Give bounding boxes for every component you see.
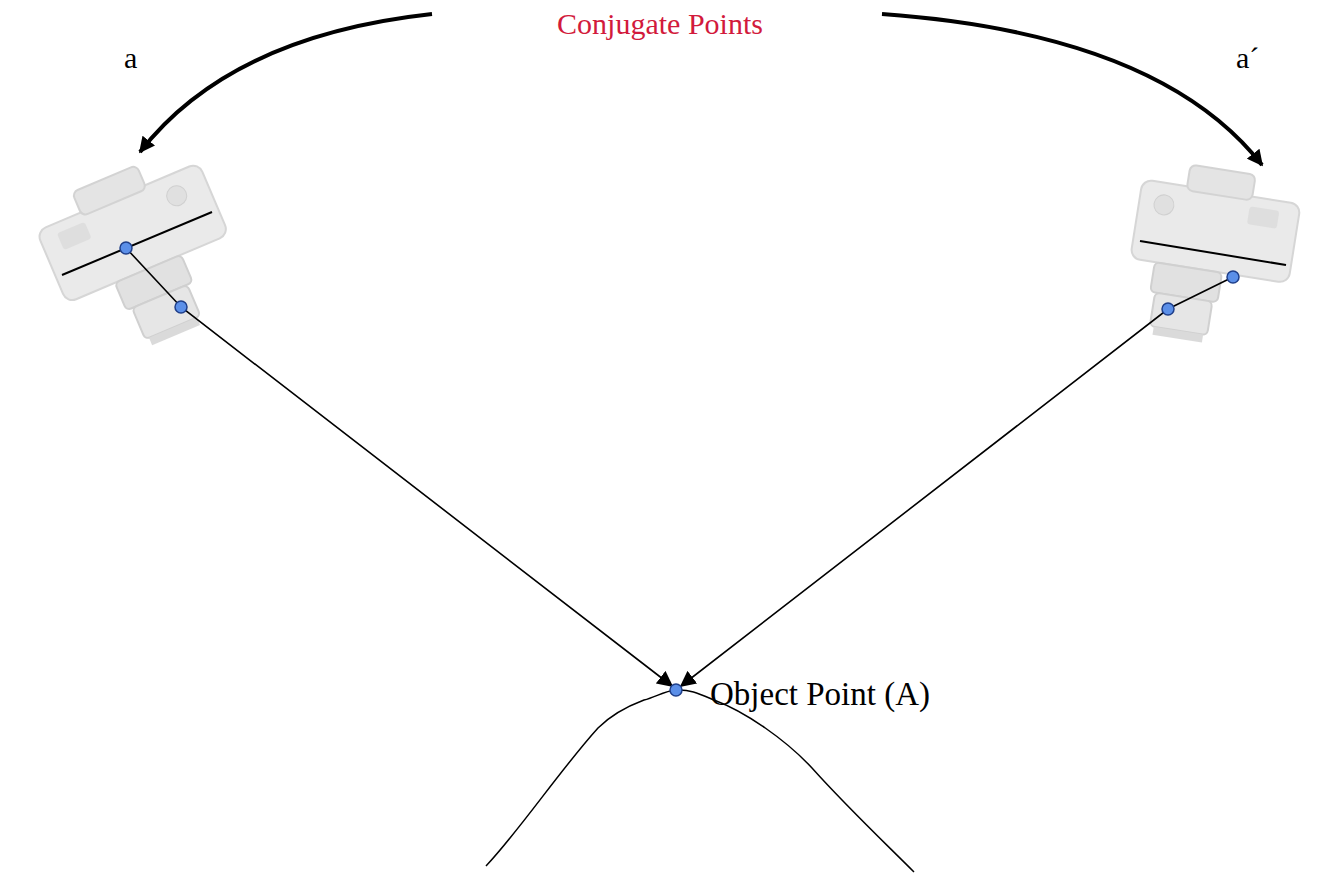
camera-left xyxy=(28,142,257,369)
callout-arrow xyxy=(140,14,432,152)
callout-title: Conjugate Points xyxy=(557,7,763,42)
point-label: a xyxy=(124,41,137,76)
callout-arrow xyxy=(882,14,1262,165)
point-label: a´ xyxy=(1236,41,1259,76)
point-markers xyxy=(120,242,1239,696)
image-plane xyxy=(62,212,212,275)
ray xyxy=(126,248,672,686)
image-plane xyxy=(1140,241,1286,265)
point-label: Object Point (A) xyxy=(710,676,930,714)
ray xyxy=(681,277,1233,686)
terrain xyxy=(486,690,914,872)
